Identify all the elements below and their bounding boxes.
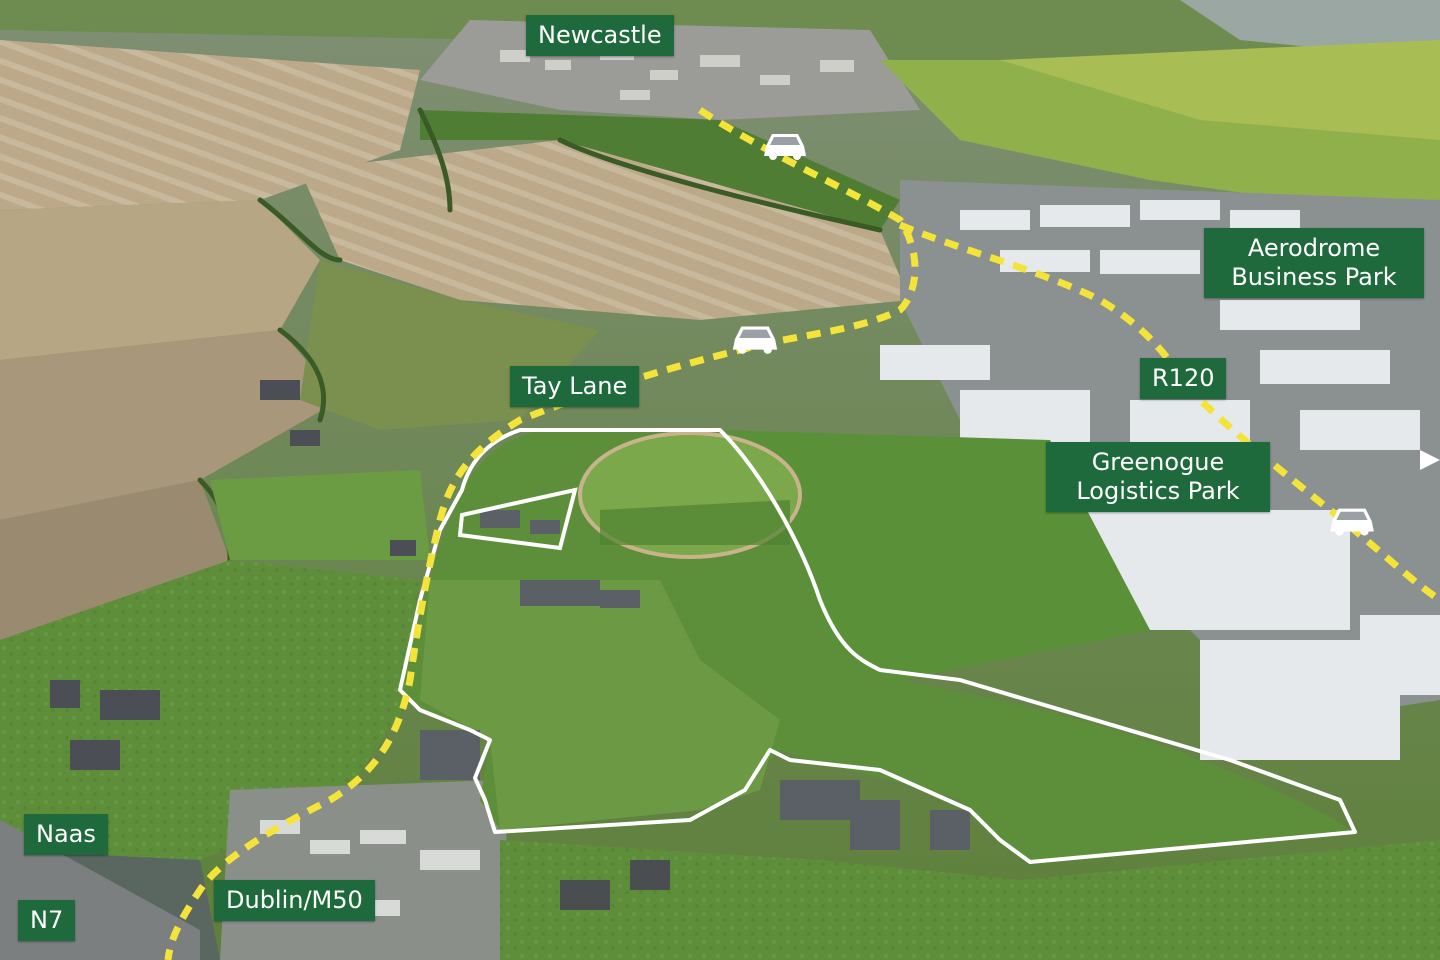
car-icon — [732, 326, 778, 354]
site-boundary — [398, 428, 1357, 864]
site-buildings — [420, 510, 970, 850]
label-aerodrome-line1: Aerodrome — [1247, 234, 1381, 262]
dry-field-center — [300, 140, 910, 320]
label-aerodrome-business-park: Aerodrome Business Park — [1204, 228, 1424, 298]
label-dublin-m50: Dublin/M50 — [214, 880, 375, 921]
lower-left-fields — [0, 560, 420, 860]
yellow-fields — [1000, 40, 1440, 140]
route-tay-lane-to-n7 — [164, 107, 919, 960]
label-tay-lane: Tay Lane — [510, 366, 640, 407]
site-field-south — [420, 580, 780, 830]
car-icon — [764, 134, 806, 160]
label-n7: N7 — [18, 900, 76, 941]
label-naas: Naas — [24, 814, 108, 855]
label-greenogue-line2: Logistics Park — [1076, 476, 1240, 505]
dry-field-edge — [0, 480, 230, 640]
car-icon — [1330, 508, 1374, 536]
arrow-right-icon — [1420, 450, 1440, 470]
label-aerodrome-line2: Business Park — [1231, 262, 1397, 291]
dry-field-left — [0, 200, 320, 360]
label-newcastle: Newcastle — [526, 15, 674, 56]
dry-field-lower-left — [0, 330, 340, 520]
green-field-mid — [420, 110, 900, 230]
label-greenogue-logistics-park: Greenogue Logistics Park — [1046, 442, 1270, 512]
warehouses — [880, 200, 1440, 760]
farm-buildings — [560, 860, 670, 910]
label-r120: R120 — [1140, 358, 1227, 399]
lower-fields — [500, 840, 1440, 960]
excluded-plot-boundary — [457, 487, 578, 551]
dry-field-top-left — [0, 40, 420, 210]
houses-left — [50, 380, 416, 770]
gallops-inner-field — [600, 500, 790, 545]
field-left-of-site — [210, 470, 430, 560]
label-greenogue-line1: Greenogue — [1091, 448, 1225, 476]
